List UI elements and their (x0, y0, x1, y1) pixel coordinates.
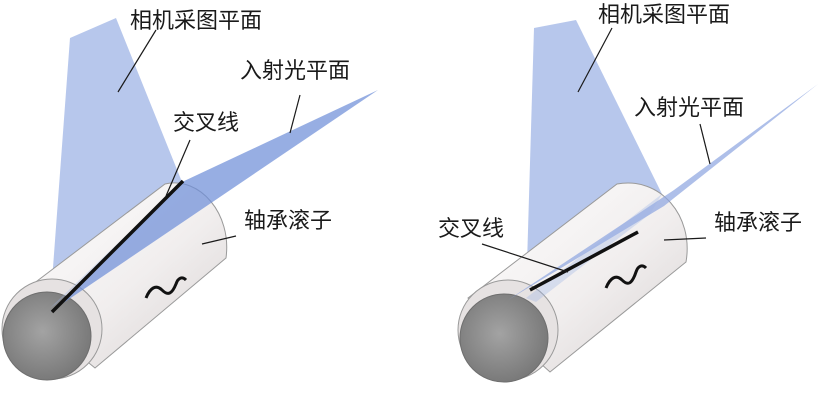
camera-plane-label: 相机采图平面 (598, 3, 730, 28)
leader-intersection-line (165, 139, 191, 197)
incident-plane-label: 入射光平面 (240, 59, 350, 84)
roller-label: 轴承滚子 (244, 209, 332, 234)
incident-plane-label: 入射光平面 (634, 96, 744, 121)
surface-defect-mark (144, 276, 188, 299)
leader-incident-plane (699, 123, 711, 165)
intersection-line-label: 交叉线 (173, 111, 239, 136)
camera-image-plane (50, 18, 182, 308)
intersection-line (529, 230, 639, 292)
bearing-roller (457, 182, 688, 383)
intersection-line-label: 交叉线 (438, 217, 504, 242)
incident-light-plane (50, 90, 378, 312)
camera-plane-label: 相机采图平面 (130, 9, 262, 34)
leader-camera-plane (577, 27, 613, 93)
roller-label: 轴承滚子 (714, 211, 802, 236)
leader-camera-plane (117, 29, 157, 93)
roller-end-face (459, 293, 549, 383)
leader-incident-plane (289, 94, 301, 134)
right-panel: 相机采图平面 入射光平面 交叉线 轴承滚子 (438, 3, 818, 383)
leader-intersection-line (481, 243, 569, 273)
roller-end-face (2, 291, 92, 381)
leader-roller (201, 235, 237, 245)
bearing-roller (1, 182, 228, 381)
leader-roller (663, 237, 707, 241)
left-panel: 相机采图平面 入射光平面 交叉线 轴承滚子 (1, 9, 378, 381)
surface-defect-mark (604, 264, 648, 289)
intersection-line (50, 179, 185, 314)
